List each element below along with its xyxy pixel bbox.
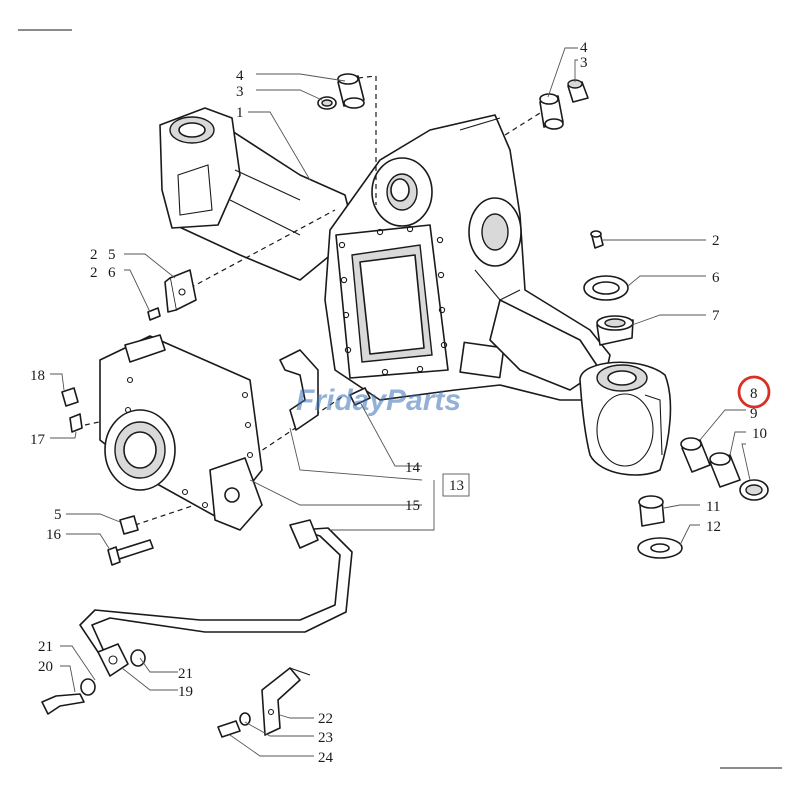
pin-17	[69, 413, 83, 433]
grease-fitting-2	[590, 230, 604, 249]
callout-10: 10	[752, 426, 767, 442]
callout-22: 22	[318, 711, 333, 727]
alignment-line	[504, 112, 541, 136]
bolt-18	[61, 387, 79, 407]
bolt-20	[41, 693, 85, 715]
callout-14: 14	[405, 460, 421, 476]
callout-8: 8	[750, 386, 758, 402]
bushing-10b	[739, 479, 769, 501]
callout-12: 12	[706, 519, 721, 535]
callout-24: 24	[318, 750, 334, 766]
callout-3: 3	[580, 55, 588, 71]
callout-6: 6	[712, 270, 720, 286]
highlight-ring-8	[737, 375, 771, 409]
callout-20: 20	[38, 659, 53, 675]
callout-2: 2	[90, 265, 98, 281]
callout-16: 16	[46, 527, 62, 543]
bracket-left	[147, 269, 197, 321]
callout-13: 13	[449, 478, 464, 494]
callout-4: 4	[580, 40, 588, 56]
seal-ring-6	[583, 275, 629, 301]
callout-15: 15	[405, 498, 420, 514]
callout-5: 5	[108, 247, 116, 263]
callout-7: 7	[712, 308, 720, 324]
bushing-top-right	[539, 79, 589, 130]
callout-2: 2	[712, 233, 720, 249]
alignment-line	[189, 209, 336, 289]
bushing-10a	[709, 452, 741, 488]
bracket-14	[279, 349, 319, 431]
callout-4: 4	[236, 68, 244, 84]
leader-lines	[50, 47, 751, 757]
washer-12	[637, 537, 683, 559]
callout-23: 23	[318, 730, 333, 746]
bushing-top-left	[317, 73, 365, 110]
callout-11: 11	[706, 499, 720, 515]
watermark-text-main: Friday	[296, 384, 387, 417]
callout-21: 21	[178, 666, 193, 682]
bolt-16	[107, 539, 154, 566]
pin-11	[638, 495, 665, 527]
callout-labels: 4 3 1 4 3 2 5 2 6 2 6 7 8 9 10 18 17 14 …	[30, 40, 767, 766]
watermark-text-accent: Parts	[386, 384, 461, 417]
nut-5	[119, 515, 139, 535]
callout-21: 21	[38, 639, 53, 655]
callout-18: 18	[30, 368, 45, 384]
callout-3: 3	[236, 84, 244, 100]
callout-17: 17	[30, 432, 46, 448]
cover-assembly	[99, 334, 263, 531]
clamp-22	[217, 667, 311, 738]
callout-6: 6	[108, 265, 116, 281]
axle-housing	[159, 107, 672, 476]
callout-9: 9	[750, 406, 758, 422]
callout-2: 2	[90, 247, 98, 263]
alignment-line	[357, 75, 377, 79]
callout-5: 5	[54, 507, 62, 523]
bolt-15	[349, 387, 371, 406]
watermark: FridayParts	[296, 384, 461, 417]
bushing-9	[680, 437, 711, 473]
callout-1: 1	[236, 105, 244, 121]
ref-13-box	[442, 473, 470, 497]
bushing-7	[596, 315, 634, 346]
hydraulic-pipe	[79, 519, 353, 696]
callout-19: 19	[178, 684, 193, 700]
